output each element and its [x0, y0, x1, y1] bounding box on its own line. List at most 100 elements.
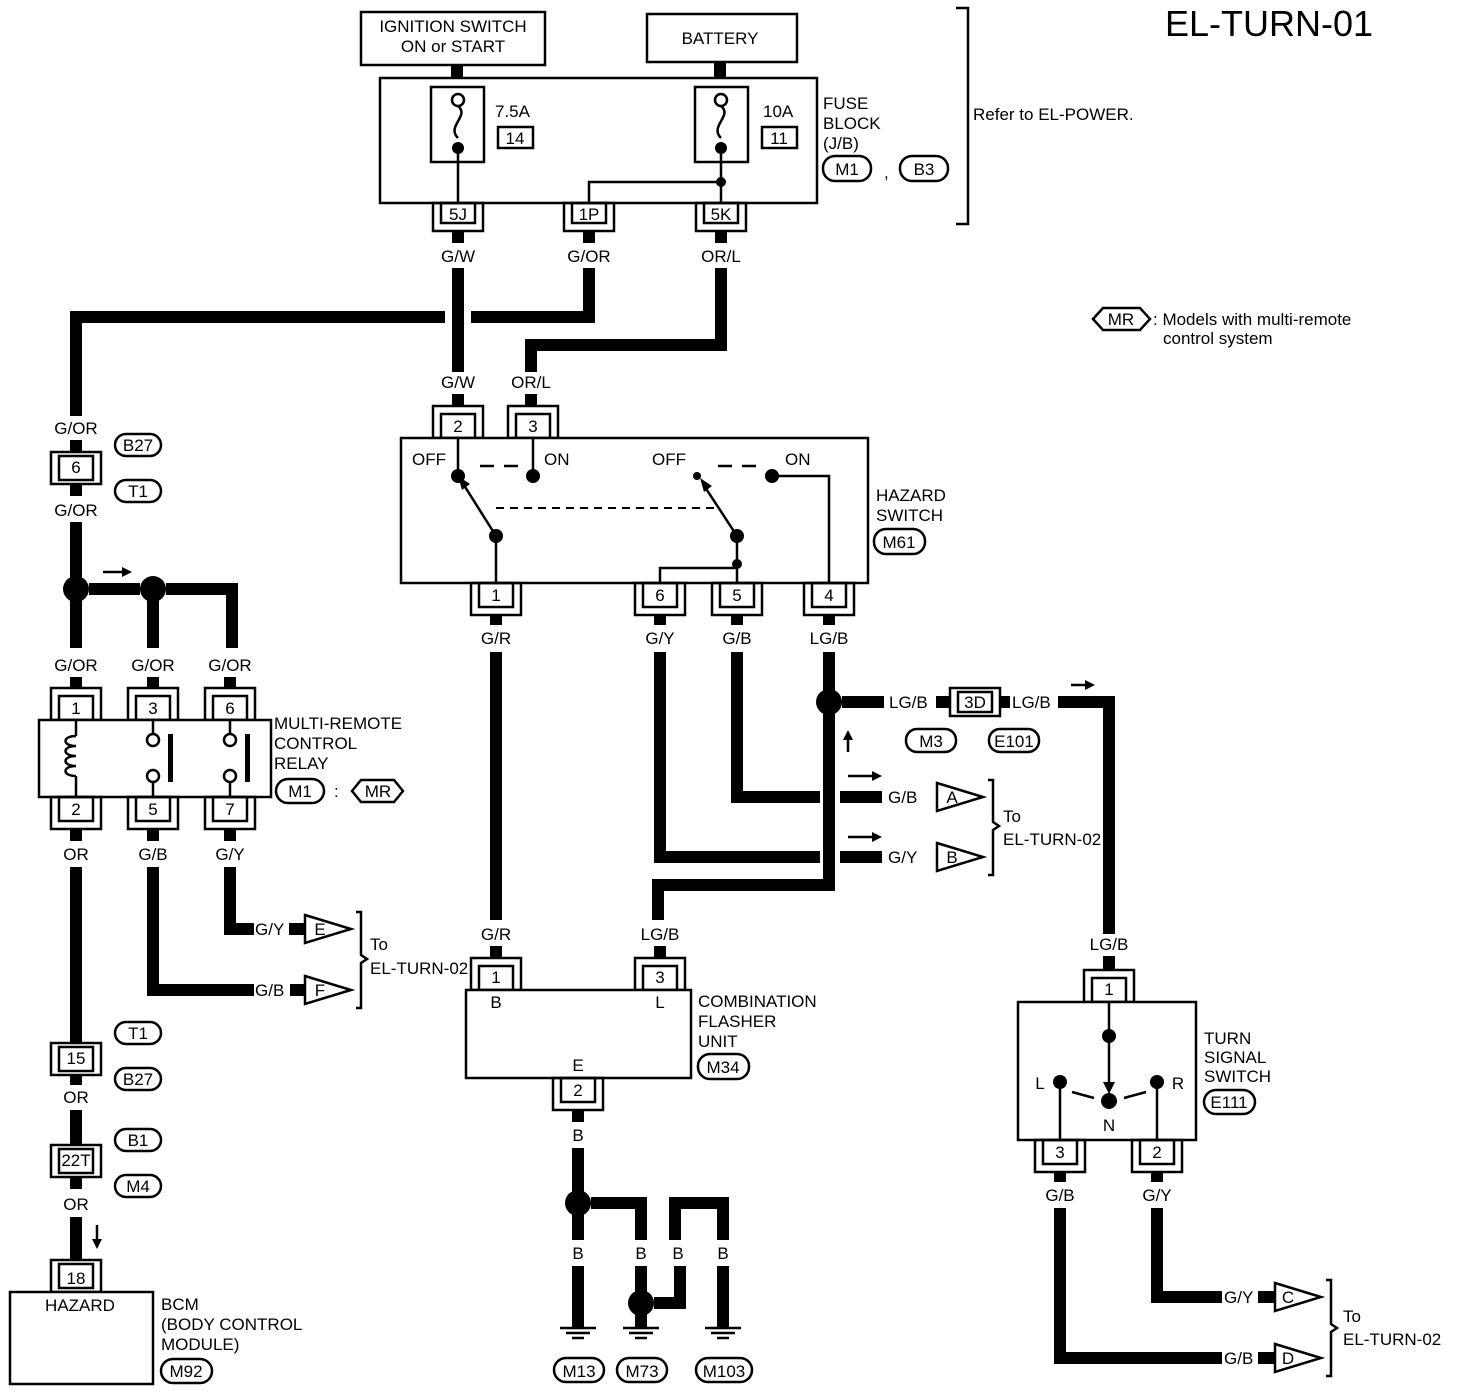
fuse-block-title-1: FUSE: [823, 94, 868, 113]
conn-6-pin: 6: [71, 458, 80, 477]
rl-title-3: RELAY: [274, 754, 329, 773]
fl-pin-1: 1: [491, 968, 500, 987]
wire-label-lgb-e101: LG/B: [1012, 693, 1051, 712]
wire-label-gy-haz: G/Y: [645, 629, 674, 648]
rl-pin-5: 5: [148, 800, 157, 819]
combination-flasher: 1 3 B L E COMBINATION FLASHER UNIT M34 2: [464, 956, 817, 1112]
offpage-d-letter: D: [1282, 1349, 1294, 1368]
legend-text-1: : Models with multi-remote: [1153, 310, 1351, 329]
wire-label-gor-r1: G/OR: [54, 656, 97, 675]
legend-badge: MR: [1108, 310, 1134, 329]
fl-title-1: COMBINATION: [698, 992, 817, 1011]
hz-pin-6: 6: [655, 586, 664, 605]
hazard-switch: 2 3 OFF ON OFF ON HAZARD SWITCH M61: [399, 404, 946, 617]
to-label-ab: To: [1003, 807, 1021, 826]
term-5j: 5J: [449, 205, 467, 224]
wire-label-gw-mid: G/W: [441, 373, 475, 392]
fl-term-e: E: [572, 1056, 583, 1075]
wire-label-lgb-m3: LG/B: [889, 693, 928, 712]
wire-label-gy-relay: G/Y: [215, 845, 244, 864]
bcm-title-2: (BODY CONTROL: [161, 1315, 302, 1334]
wire-label-gor-top: G/OR: [567, 247, 610, 266]
offpage-a-letter: A: [946, 788, 958, 807]
wire-label-gy-b: G/Y: [888, 848, 917, 867]
term-1p: 1P: [579, 205, 600, 224]
wire-label-gb-f: G/B: [255, 981, 284, 1000]
wire-label-gy-e: G/Y: [255, 920, 284, 939]
wire-label-orl-top: OR/L: [701, 247, 741, 266]
wire-label-or-bottom: OR: [63, 1195, 89, 1214]
splice-m73: [628, 1290, 654, 1316]
hz-off-2: OFF: [652, 450, 686, 469]
fl-title-2: FLASHER: [698, 1012, 776, 1031]
target-label-cd: EL-TURN-02: [1343, 1330, 1441, 1349]
wire-label-or-relay: OR: [63, 845, 89, 864]
offpage-f-letter: F: [315, 981, 325, 1000]
rl-pin-3: 3: [148, 699, 157, 718]
offpage-f: F: [303, 974, 356, 1006]
turn-signal-switch: 1 L R N TURN SIGNAL SWITCH E111 3 2: [1016, 968, 1271, 1174]
ts-pos-l: L: [1035, 1074, 1044, 1093]
ts-pos-r: R: [1172, 1074, 1184, 1093]
ignition-switch-box: IGNITION SWITCH ON or START: [359, 10, 547, 67]
ignition-label-2: ON or START: [401, 37, 505, 56]
multi-remote-relay: 1 3 6 MULTI-REMOTE CONTROL RELAY M1 : MR…: [37, 686, 405, 831]
term-5k: 5K: [711, 205, 732, 224]
conn-22t-pin: 22T: [61, 1151, 90, 1170]
conn-b27-top: B27: [123, 436, 153, 455]
target-label-ef: EL-TURN-02: [370, 959, 468, 978]
fuse1-number: 14: [506, 129, 525, 148]
conn-e101: E101: [994, 732, 1034, 751]
fuse-block-conn-a: M1: [835, 160, 859, 179]
bcm-conn: M92: [169, 1362, 202, 1381]
bcm-pin-18: 18: [67, 1269, 86, 1288]
hz-on-1: ON: [544, 450, 570, 469]
conn-m4: M4: [126, 1177, 150, 1196]
fuse2-number: 11: [770, 129, 788, 148]
wire-label-gr-top: G/R: [481, 629, 511, 648]
bcm-title-1: BCM: [161, 1295, 199, 1314]
wire-label-gb-relay: G/B: [138, 845, 167, 864]
offpage-b-letter: B: [946, 848, 957, 867]
fl-title-3: UNIT: [698, 1032, 738, 1051]
wire-label-b-g2: B: [635, 1244, 646, 1263]
offpage-c: C: [1273, 1281, 1326, 1313]
rl-conn: M1: [288, 782, 312, 801]
fl-term-l: L: [655, 993, 664, 1012]
wire-label-lgb-flasher: LG/B: [641, 925, 680, 944]
conn-3d-pin: 3D: [964, 693, 986, 712]
battery-label: BATTERY: [682, 29, 759, 48]
wire-label-or-mid: OR: [63, 1088, 89, 1107]
fl-pin-2: 2: [573, 1081, 582, 1100]
fuse-block-sep: ,: [884, 163, 889, 182]
wire-label-b-g4: B: [717, 1244, 728, 1263]
wire-label-lgb-haz: LG/B: [810, 629, 849, 648]
hz-conn: M61: [882, 533, 915, 552]
wire-label-gy-turn: G/Y: [1142, 1186, 1171, 1205]
legend-text-2: control system: [1163, 329, 1273, 348]
battery-box: BATTERY: [645, 12, 799, 64]
ts-pos-n: N: [1103, 1116, 1115, 1135]
rl-title-2: CONTROL: [274, 734, 357, 753]
fuse-block: 7.5A 14 10A 11 FUSE BLOCK (J/B) M1 , B3: [378, 76, 950, 205]
conn-m3: M3: [919, 732, 943, 751]
fl-conn: M34: [706, 1058, 739, 1077]
wire-label-gw-top: G/W: [441, 247, 475, 266]
ts-pin-2: 2: [1152, 1143, 1161, 1162]
fuse1-rating: 7.5A: [495, 102, 531, 121]
hz-off-1: OFF: [412, 450, 446, 469]
fuse2-rating: 10A: [763, 102, 794, 121]
hz-pin-3: 3: [528, 417, 537, 436]
ts-title-1: TURN: [1204, 1029, 1251, 1048]
rl-pin-6: 6: [225, 699, 234, 718]
wire-label-gb-haz: G/B: [722, 629, 751, 648]
wire-label-gor-r6: G/OR: [208, 656, 251, 675]
fuse-block-title-2: BLOCK: [823, 114, 881, 133]
wire-label-gor-b27: G/OR: [54, 419, 97, 438]
offpage-b: B: [935, 841, 988, 873]
to-label-ef: To: [370, 935, 388, 954]
wire-label-gy-c: G/Y: [1224, 1288, 1253, 1307]
wire-label-b-g1: B: [572, 1244, 583, 1263]
rl-colon: :: [334, 782, 339, 801]
